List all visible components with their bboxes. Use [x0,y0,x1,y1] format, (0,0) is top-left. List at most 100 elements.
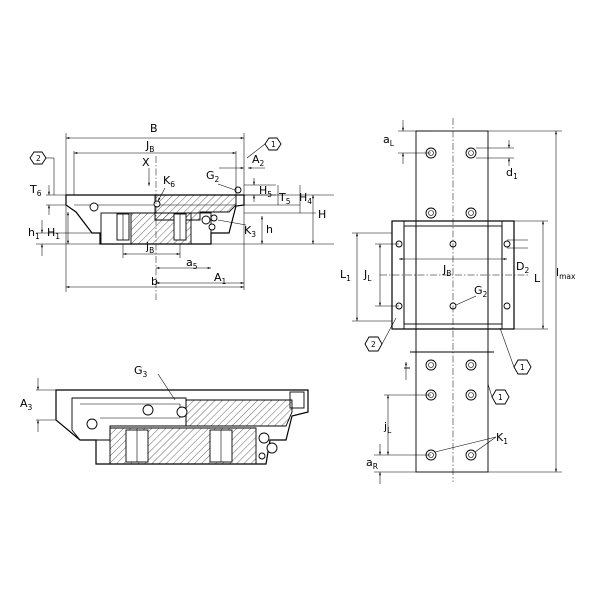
roller [201,215,211,225]
svg-text:L1: L1 [340,268,351,283]
label-d1: d [506,166,513,179]
label-H5-sub: 5 [267,190,272,199]
label-h1: h [28,226,35,239]
label-G2: G [206,169,215,182]
svg-text:K6: K6 [163,174,175,189]
label-lmax: l [556,266,559,279]
top-callout-1a-text: 1 [520,363,525,372]
label-aR: a [366,456,373,469]
label-jB-sub: B [149,246,154,255]
label-K1: K [496,431,504,444]
label-A1: A [214,271,222,284]
label-K6: K [163,174,171,187]
svg-text:aL: aL [383,133,395,148]
label-H: H [318,208,326,221]
label-JL-sub: L [367,274,372,283]
label-T5: T [278,191,286,204]
label-aR-sub: R [373,462,378,471]
label-K6-sub: 6 [170,180,175,189]
svg-text:G3: G3 [134,364,148,379]
roller [258,432,270,444]
label-H1: H [47,226,55,239]
label-A3: A [20,397,28,410]
top-callout-1a: 1 [499,327,532,375]
svg-text:G2: G2 [206,169,220,184]
label-K1-sub: 1 [503,437,508,446]
label-top-JB-sub: B [446,269,451,278]
label-H5: H [259,184,267,197]
label-a5-sub: 5 [193,262,198,271]
label-D2: D [516,260,524,273]
callout-1: 1 [246,137,282,159]
lubrication-nipple-icon [153,200,161,208]
label-b: b [151,275,158,288]
svg-text:lmax: lmax [556,266,576,281]
label-d1-sub: 1 [513,172,518,181]
svg-text:aR: aR [366,456,378,471]
svg-text:JB: JB [442,263,451,278]
label-B: B [150,122,158,135]
side-view: G3 A3 [20,364,309,465]
label-JL: J [363,268,367,281]
label-T5-sub: 5 [286,197,291,206]
label-top-G2-sub: 2 [483,290,488,299]
top-callout-1b: 1 [487,383,510,405]
label-jL-sub: L [387,426,392,435]
callout-2: 2 [29,151,55,195]
label-T6-sub: 6 [37,189,42,198]
top-callout-2-text: 2 [371,340,376,349]
label-G2-sub: 2 [215,175,220,184]
label-h: h [266,223,273,236]
svg-text:A1: A1 [214,271,227,286]
svg-text:JB: JB [145,139,154,154]
svg-text:jB: jB [145,240,154,255]
label-h1-sub: 1 [35,232,40,241]
label-jB: j [145,240,149,253]
label-L1-sub: 1 [346,274,351,283]
svg-text:h1: h1 [28,226,40,241]
svg-text:d1: d1 [506,166,518,181]
label-X: X [142,156,150,169]
roller [208,223,216,231]
label-T6: T [29,183,37,196]
top-callout-2: 2 [364,317,397,352]
label-top-G2: G [474,284,483,297]
roller [266,442,278,454]
svg-text:H5: H5 [259,184,272,199]
label-aL-sub: L [390,139,395,148]
label-G3: G [134,364,143,377]
label-A2-sub: 2 [260,159,265,168]
label-a5: a [186,256,193,269]
label-A2: A [252,153,260,166]
svg-text:G2: G2 [474,284,488,299]
roller [89,202,99,212]
label-H4-sub: 4 [307,197,312,206]
label-L: L [534,272,541,285]
svg-text:H1: H1 [47,226,60,241]
label-JB-sub: B [149,145,154,154]
front-view: B JB X K6 G2 A2 1 2 T6 [28,122,334,300]
svg-text:D2: D2 [516,260,529,275]
label-JB: J [145,139,149,152]
svg-text:a5: a5 [186,256,198,271]
label-G3-sub: 3 [143,370,148,379]
svg-text:T5: T5 [278,191,291,206]
label-jL: j [383,420,387,433]
label-K3: K [244,224,252,237]
callout-2-text: 2 [36,154,41,163]
svg-text:H4: H4 [299,191,312,206]
label-L1: L [340,268,347,281]
label-K3-sub: 3 [251,230,256,239]
label-lmax-sub: max [559,272,576,281]
label-A3-sub: 3 [28,403,33,412]
label-A1-sub: 1 [222,277,227,286]
svg-text:K1: K1 [496,431,508,446]
label-aL: a [383,133,390,146]
svg-text:A2: A2 [252,153,265,168]
svg-text:T6: T6 [29,183,42,198]
svg-text:jL: jL [383,420,392,435]
top-rail [415,130,489,473]
side-section-hatch [185,399,293,427]
label-D2-sub: 2 [524,266,529,275]
